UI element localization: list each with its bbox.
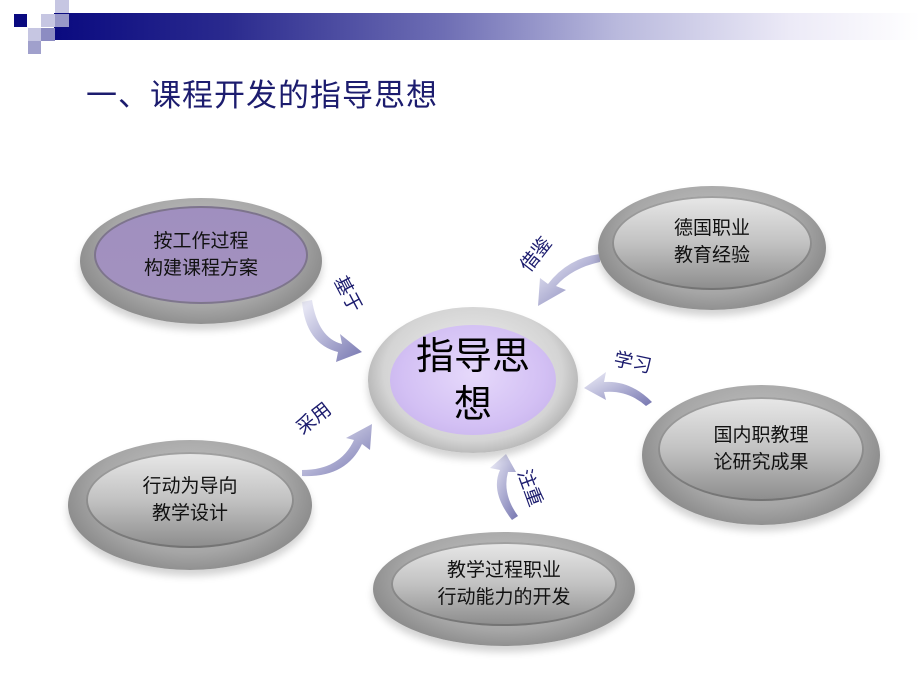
node-label-line1: 德国职业 <box>673 217 750 239</box>
node-label-line1: 教学过程职业 <box>446 559 561 581</box>
node-vocational-ability: 教学过程职业 行动能力的开发 <box>373 532 635 646</box>
decor-square-mid <box>41 14 55 27</box>
node-work-process-curriculum: 按工作过程 构建课程方案 <box>80 198 322 324</box>
slide-title: 一、课程开发的指导思想 <box>86 78 438 114</box>
node-label-line1: 行动为导向 <box>142 475 238 497</box>
node-label-line2: 行动能力的开发 <box>437 586 571 608</box>
arrow-icon <box>302 424 372 477</box>
center-node-guiding-thought: 指导思 想 <box>368 307 578 453</box>
node-label-line2: 构建课程方案 <box>143 257 258 279</box>
node-action-oriented-design: 行动为导向 教学设计 <box>68 440 312 570</box>
arrow-icon <box>302 300 362 362</box>
node-german-vocational-experience: 德国职业 教育经验 <box>598 186 826 310</box>
arrow-icon <box>490 454 518 520</box>
decor-square-light2 <box>28 28 41 41</box>
decor-square-light <box>55 0 69 13</box>
arrow-icon <box>538 254 600 306</box>
center-label-line2: 想 <box>453 382 492 426</box>
center-label-line1: 指导思 <box>415 334 530 378</box>
node-label-line1: 国内职教理 <box>713 424 809 446</box>
node-label-line2: 教育经验 <box>673 244 750 266</box>
decor-square-mid3 <box>41 28 55 41</box>
decor-square-mid2 <box>55 14 69 27</box>
node-domestic-research: 国内职教理 论研究成果 <box>642 385 880 525</box>
arrow-icon <box>584 372 652 406</box>
node-label-line2: 论研究成果 <box>713 451 809 473</box>
node-label-line2: 教学设计 <box>151 502 228 524</box>
decor-square-navy <box>14 14 27 27</box>
header-gradient-bar <box>54 13 920 40</box>
node-label-line1: 按工作过程 <box>153 230 249 252</box>
decor-square-mid4 <box>28 41 41 54</box>
